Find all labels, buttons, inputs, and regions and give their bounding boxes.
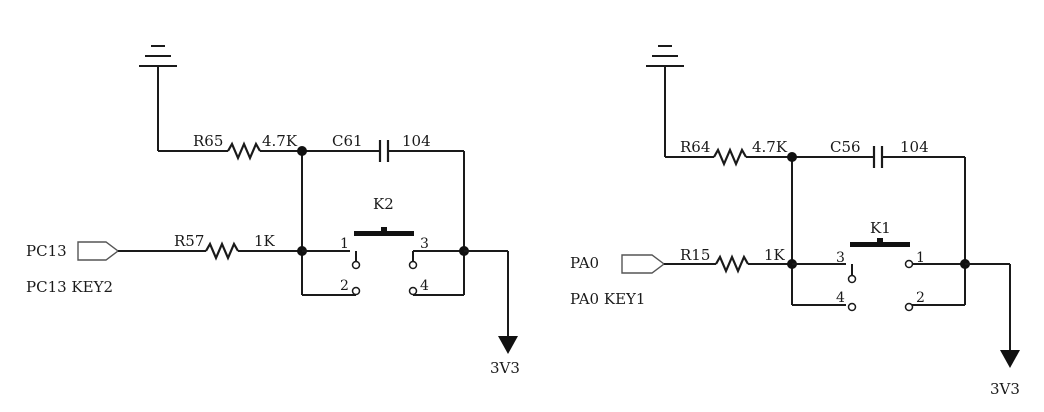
series-value-left: 1K: [254, 232, 276, 250]
ground-symbol-right: [646, 45, 684, 157]
series-ref-left: R57: [174, 232, 204, 250]
resistor-r65: [227, 141, 261, 161]
series-value-right: 1K: [764, 246, 786, 264]
port-label-right: PA0 KEY1: [570, 290, 645, 308]
switch-pin: [408, 286, 418, 296]
pin-label: 1: [340, 236, 349, 252]
pullup-value-left: 4.7K: [262, 132, 298, 150]
port-pa0: [621, 254, 666, 274]
pin-label: 1: [916, 250, 925, 266]
pin-label: 3: [420, 236, 429, 252]
cap-ref-right: C56: [830, 138, 861, 156]
series-ref-right: R15: [680, 246, 710, 264]
pin-label: 2: [340, 278, 349, 294]
cap-ref-left: C61: [332, 132, 363, 150]
power-arrow-right: [1000, 350, 1020, 368]
port-pc13: [77, 241, 120, 261]
switch-k2: [354, 227, 414, 236]
port-label-left: PC13 KEY2: [26, 278, 113, 296]
power-arrow-left: [498, 336, 518, 354]
switch-pin: [904, 259, 914, 269]
switch-pin: [351, 260, 361, 270]
switch-pin: [904, 302, 914, 312]
switch-pin: [351, 286, 361, 296]
switch-ref-right: K1: [870, 219, 891, 237]
cap-value-right: 104: [900, 138, 929, 156]
capacitor-c61: [378, 140, 390, 162]
key2-circuit: R65 4.7K C61 104 K2 R57 1K PC13 PC13 KEY…: [26, 45, 520, 377]
pullup-ref-right: R64: [680, 138, 710, 156]
power-net-left: 3V3: [490, 359, 520, 377]
resistor-r57: [205, 241, 239, 261]
pin-label: 3: [836, 250, 845, 266]
junction-dot: [787, 152, 797, 162]
key1-circuit: R64 4.7K C56 104 K1 R15 1K PA0 PA0 KEY1 …: [570, 45, 1020, 398]
pin-label: 2: [916, 290, 925, 306]
cap-value-left: 104: [402, 132, 431, 150]
switch-ref-left: K2: [373, 195, 394, 213]
pullup-ref-left: R65: [193, 132, 223, 150]
resistor-r64: [713, 147, 747, 167]
capacitor-c56: [872, 146, 884, 168]
port-net-right: PA0: [570, 254, 599, 272]
switch-pin: [847, 274, 857, 284]
port-net-left: PC13: [26, 242, 67, 260]
power-net-right: 3V3: [990, 380, 1020, 398]
pullup-value-right: 4.7K: [752, 138, 788, 156]
pin-label: 4: [420, 278, 429, 294]
switch-pin: [408, 260, 418, 270]
switch-k1: [850, 238, 910, 247]
ground-symbol-left: [139, 45, 177, 151]
junction-dot: [297, 146, 307, 156]
pin-label: 4: [836, 290, 845, 306]
resistor-r15: [715, 254, 749, 274]
switch-pin: [847, 302, 857, 312]
